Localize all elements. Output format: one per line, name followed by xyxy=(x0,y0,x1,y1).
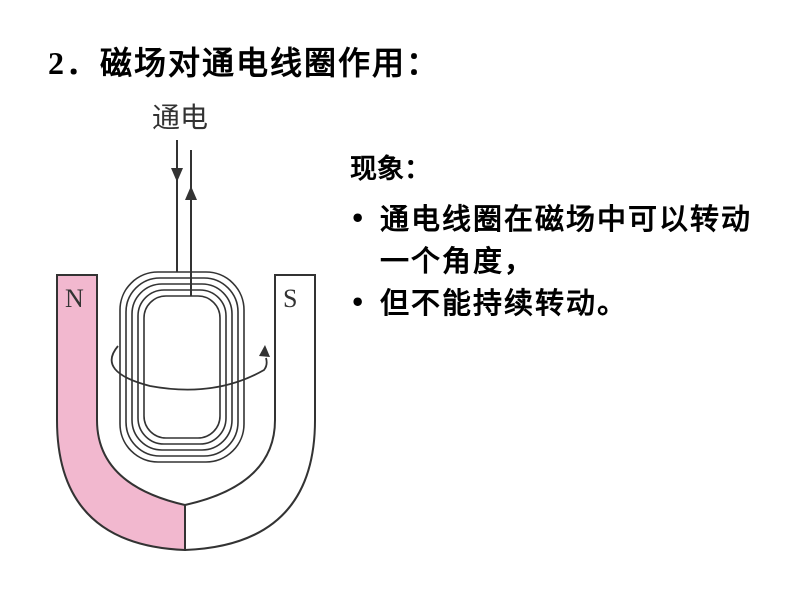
north-label: N xyxy=(65,284,84,313)
point-text: 通电线圈在磁场中可以转动一个角度， xyxy=(380,202,753,278)
section-number: 2． xyxy=(48,45,101,81)
section-title-text: 磁场对通电线圈作用： xyxy=(100,44,441,82)
current-label: 通电 xyxy=(152,101,208,134)
bullet: • xyxy=(350,204,368,233)
section-title: 2．磁场对通电线圈作用： xyxy=(48,38,440,84)
bullet: • xyxy=(350,288,368,317)
north-pole xyxy=(56,274,186,552)
phenomenon-list: • 通电线圈在磁场中可以转动一个角度， • 但不能持续转动。 xyxy=(346,198,780,324)
current-in-arrow xyxy=(171,168,183,182)
lead-wires xyxy=(176,140,192,296)
rotation-arrow xyxy=(110,345,268,391)
phenomenon-heading: 现象： xyxy=(350,154,431,185)
list-item: • 通电线圈在磁场中可以转动一个角度， xyxy=(346,198,780,282)
rotation-arrowhead xyxy=(259,345,270,357)
point-text: 但不能持续转动。 xyxy=(380,286,629,320)
current-out-arrow xyxy=(185,186,197,200)
south-pole xyxy=(184,274,316,552)
list-item: • 但不能持续转动。 xyxy=(346,282,780,324)
coil xyxy=(119,271,245,463)
south-label: S xyxy=(283,284,297,313)
